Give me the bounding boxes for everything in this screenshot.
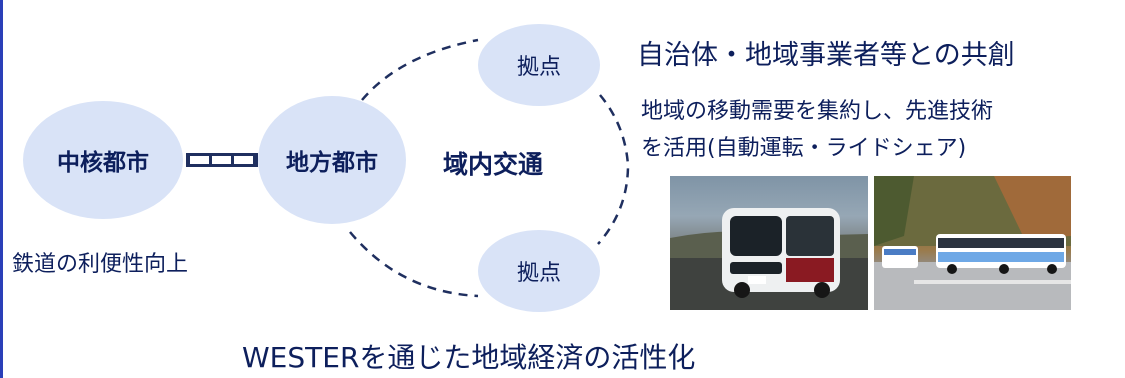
- articulated-bus-photo: [874, 176, 1071, 310]
- local-city-label: 地方都市: [286, 150, 378, 176]
- shuttle-illustration: [670, 208, 868, 310]
- local-city-node: 地方都市: [258, 96, 406, 224]
- left-accent-border: [0, 0, 3, 378]
- hub-bottom-label: 拠点: [516, 261, 561, 286]
- railway-icon: [186, 153, 258, 167]
- bottom-caption: WESTERを通じた地域経済の活性化: [242, 341, 696, 374]
- description-line-1: 地域の移動需要を集約し、先進技術: [641, 99, 994, 124]
- core-city-node: 中核都市: [23, 101, 183, 219]
- regional-transport-label: 域内交通: [443, 150, 544, 179]
- dashed-arc-bottom-left: [349, 231, 479, 298]
- hub-node-top: 拠点: [478, 24, 600, 106]
- hub-node-bottom: 拠点: [478, 230, 600, 312]
- description-text: 地域の移動需要を集約し、先進技術 を活用(自動運転・ライドシェア): [641, 93, 993, 167]
- dashed-arc-top-left: [361, 38, 479, 101]
- bus-illustration: [874, 176, 1071, 310]
- cocreation-heading: 自治体・地域事業者等との共創: [637, 40, 1015, 71]
- autonomous-shuttle-photo: [670, 176, 868, 310]
- rail-convenience-caption: 鉄道の利便性向上: [12, 252, 189, 277]
- core-city-label: 中核都市: [57, 150, 149, 176]
- description-line-2: を活用(自動運転・ライドシェア): [641, 136, 967, 161]
- hub-top-label: 拠点: [516, 55, 561, 80]
- dashed-arc-right: [597, 94, 630, 245]
